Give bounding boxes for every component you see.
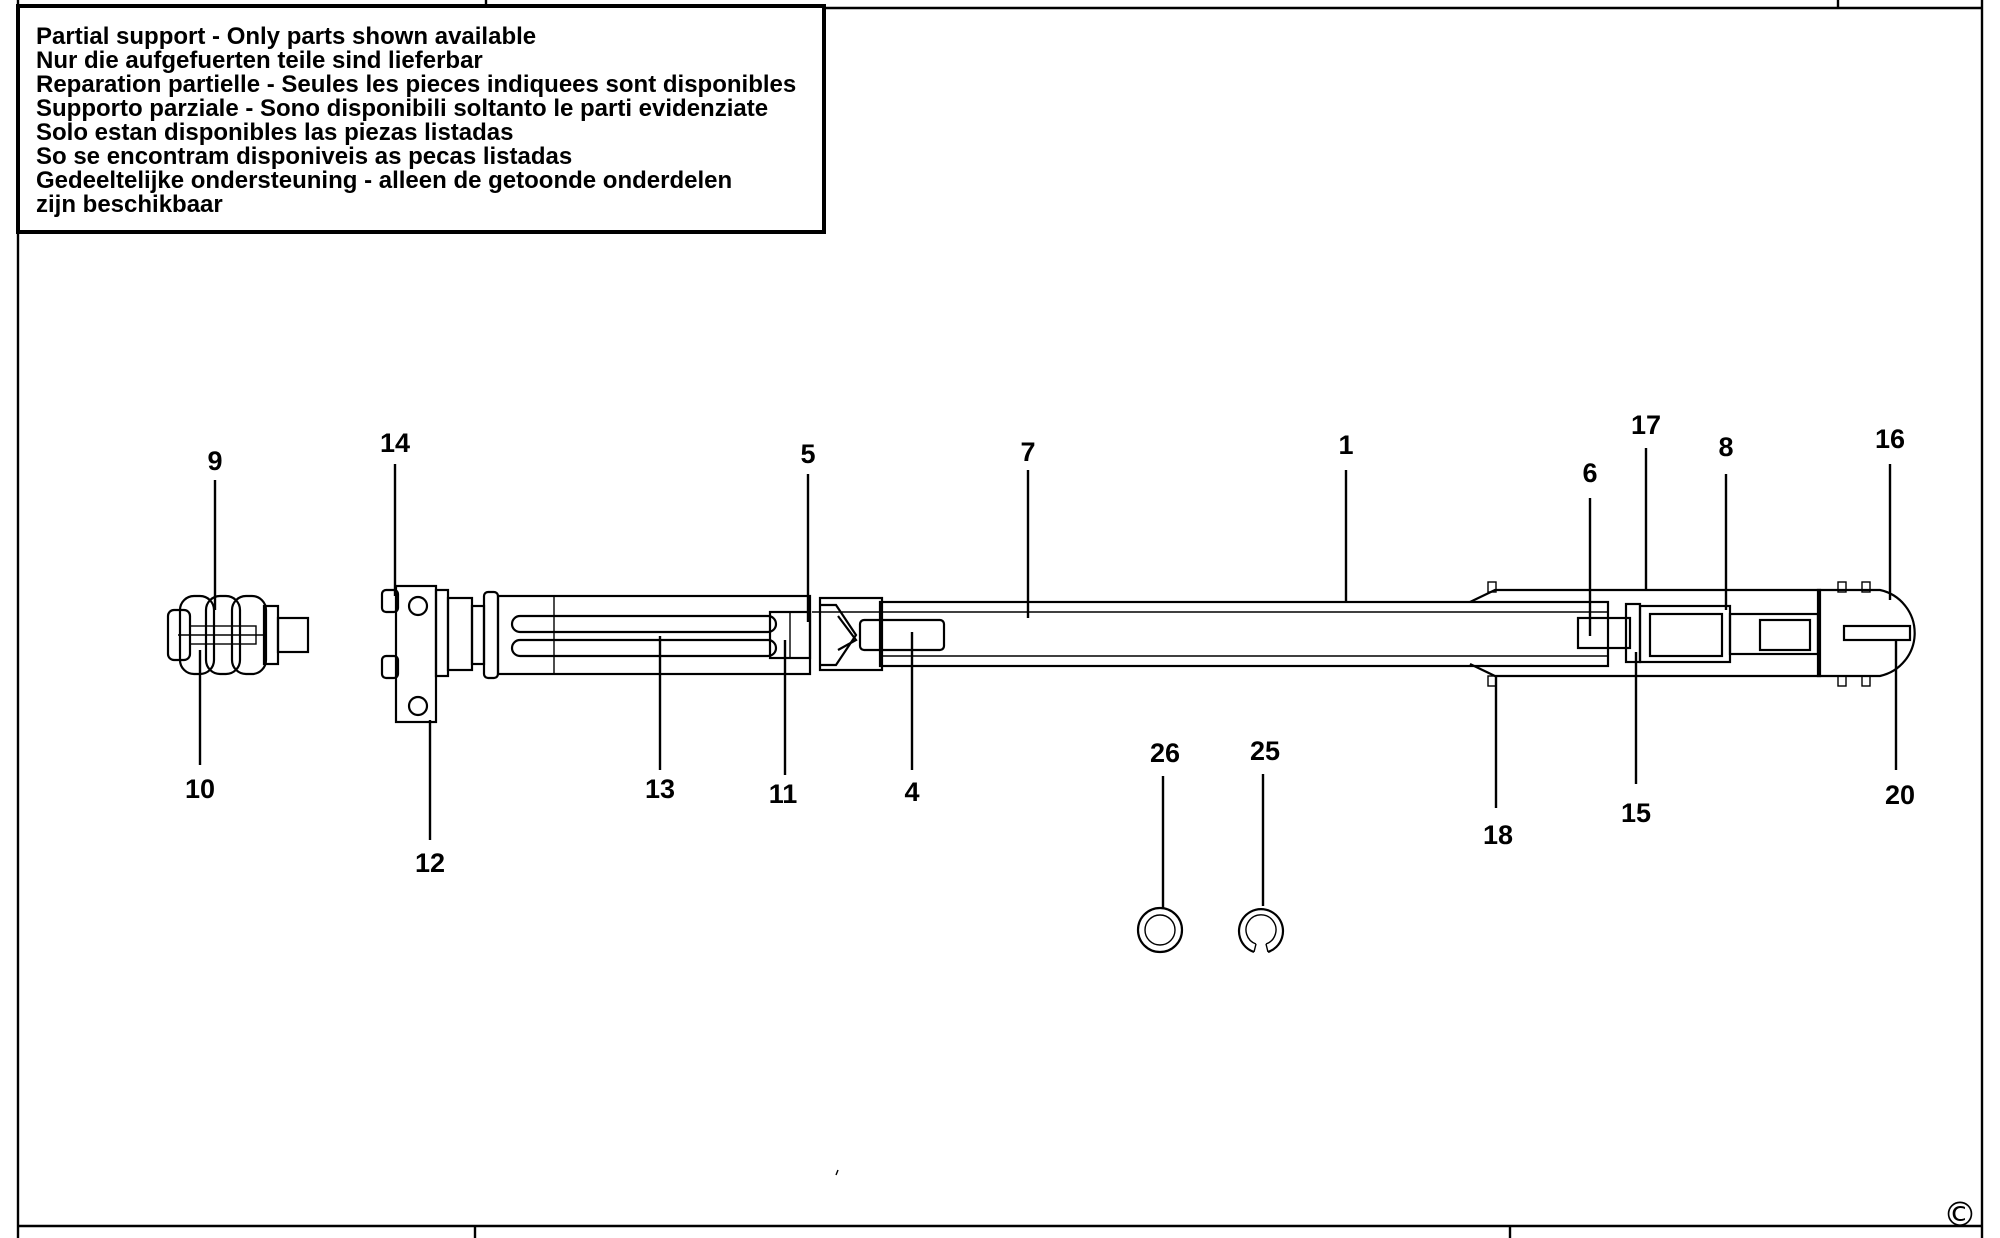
stray-mark (835, 1169, 839, 1176)
callout-10: 10 (185, 774, 215, 804)
callout-7: 7 (1020, 437, 1035, 467)
copyright-symbol: © (1943, 1195, 1977, 1235)
o-ring-part (1136, 906, 1184, 954)
roller-bracket-part (380, 584, 500, 724)
main-tube-assembly (496, 581, 1916, 687)
circlip-part (1237, 908, 1285, 954)
callout-1: 1 (1338, 430, 1353, 460)
callout-11: 11 (769, 779, 798, 809)
callout-labels: 9 10 14 12 13 11 5 7 4 1 6 17 8 16 18 15… (185, 410, 1915, 878)
callout-8: 8 (1718, 432, 1733, 462)
callout-25: 25 (1250, 736, 1280, 766)
callout-17: 17 (1631, 410, 1661, 440)
notice-line: Partial support - Only parts shown avail… (36, 23, 536, 50)
callout-5: 5 (800, 439, 815, 469)
callout-26: 26 (1150, 738, 1180, 768)
notice-line: Solo estan disponibles las piezas listad… (36, 119, 514, 146)
callout-12: 12 (415, 848, 445, 878)
notice-line: So se encontram disponiveis as pecas lis… (36, 143, 572, 170)
callout-16: 16 (1875, 424, 1905, 454)
callout-4: 4 (904, 777, 919, 807)
callout-6: 6 (1582, 458, 1597, 488)
leader-lines (198, 448, 1898, 908)
callout-15: 15 (1621, 798, 1651, 828)
callout-14: 14 (380, 428, 410, 458)
callout-9: 9 (207, 446, 222, 476)
callout-18: 18 (1483, 820, 1513, 850)
notice-line: Nur die aufgefuerten teile sind lieferba… (36, 47, 483, 74)
drive-head-part (166, 594, 310, 676)
callout-20: 20 (1885, 780, 1915, 810)
notice-line: Reparation partielle - Seules les pieces… (36, 71, 796, 98)
notice-line: Gedeeltelijke ondersteuning - alleen de … (36, 167, 732, 194)
notice-line: zijn beschikbaar (36, 191, 223, 218)
notice-line: Supporto parziale - Sono disponibili sol… (36, 95, 768, 122)
callout-13: 13 (645, 774, 675, 804)
partial-support-notice: Partial support - Only parts shown avail… (16, 4, 826, 234)
